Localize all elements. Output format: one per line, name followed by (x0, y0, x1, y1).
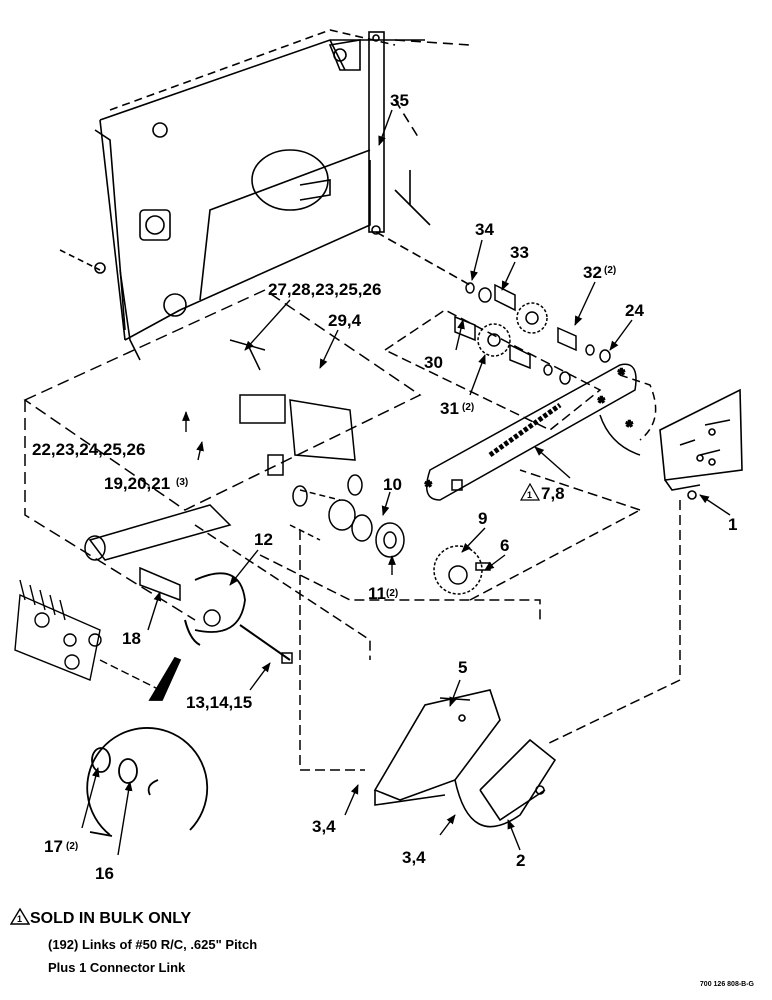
chain-and-idler: * * * * (424, 363, 657, 501)
callout-labels: 35 34 33 32 (2) 24 27,28,23,25,26 29,4 3… (32, 91, 737, 883)
rake-assembly (14, 579, 161, 691)
callout-31-qty: (2) (462, 402, 474, 413)
callout-18: 18 (122, 629, 141, 648)
svg-text:1: 1 (17, 914, 22, 924)
svg-text:*: * (598, 393, 605, 412)
callout-3-4-right: 3,4 (402, 848, 426, 867)
callout-32: 32 (583, 263, 602, 282)
callout-12: 12 (254, 530, 273, 549)
svg-text:1: 1 (527, 490, 532, 500)
callout-5: 5 (458, 658, 467, 677)
warning-triangle-icon: 1 (10, 907, 30, 925)
callout-32-qty: (2) (604, 265, 616, 276)
bracket-plate-part-1 (659, 388, 743, 500)
svg-text:*: * (618, 365, 625, 384)
callout-35: 35 (390, 91, 409, 110)
callout-24: 24 (625, 301, 644, 320)
bar-part-35 (368, 31, 471, 286)
sprocket-shaft-parts (383, 282, 611, 431)
svg-text:*: * (626, 417, 633, 436)
callout-6: 6 (500, 536, 509, 555)
callout-30: 30 (424, 353, 443, 372)
callout-22-23-24-25-26: 22,23,24,25,26 (32, 440, 145, 459)
callout-7-8: 7,8 (541, 484, 565, 503)
callout-31: 31 (440, 399, 459, 418)
callout-16: 16 (95, 864, 114, 883)
callout-17: 17 (44, 837, 63, 856)
drawing-number: 700 126 808-B-G (699, 981, 754, 988)
svg-text:*: * (425, 477, 432, 496)
callout-11-qty: (2) (386, 588, 398, 599)
callout-13-14-15: 13,14,15 (186, 693, 252, 712)
callout-33: 33 (510, 243, 529, 262)
callout-9: 9 (478, 509, 487, 528)
callout-3-4-left: 3,4 (312, 817, 336, 836)
callout-19-20-21: 19,20,21 (104, 474, 170, 493)
callout-29-4: 29,4 (328, 311, 362, 330)
callout-19-20-21-qty: (3) (176, 477, 188, 488)
machine-frame (59, 29, 471, 361)
shield-part-2 (373, 689, 557, 828)
drive-shaft-assembly (23, 289, 681, 771)
callout-11: 11 (368, 584, 386, 603)
leader-lines (81, 109, 731, 856)
detail-callout (86, 656, 209, 837)
callout-34: 34 (475, 220, 494, 239)
callout-10: 10 (383, 475, 402, 494)
callout-2: 2 (516, 851, 525, 870)
warning-triangle-icon: 1 (519, 482, 541, 501)
callout-17-qty: (2) (66, 841, 78, 852)
note-title: SOLD IN BULK ONLY (30, 910, 192, 927)
callout-1: 1 (728, 515, 737, 534)
note-line-2: Plus 1 Connector Link (48, 960, 186, 975)
callout-27-28-23-25-26: 27,28,23,25,26 (268, 280, 381, 299)
note-line-1: (192) Links of #50 R/C, .625" Pitch (48, 937, 258, 952)
